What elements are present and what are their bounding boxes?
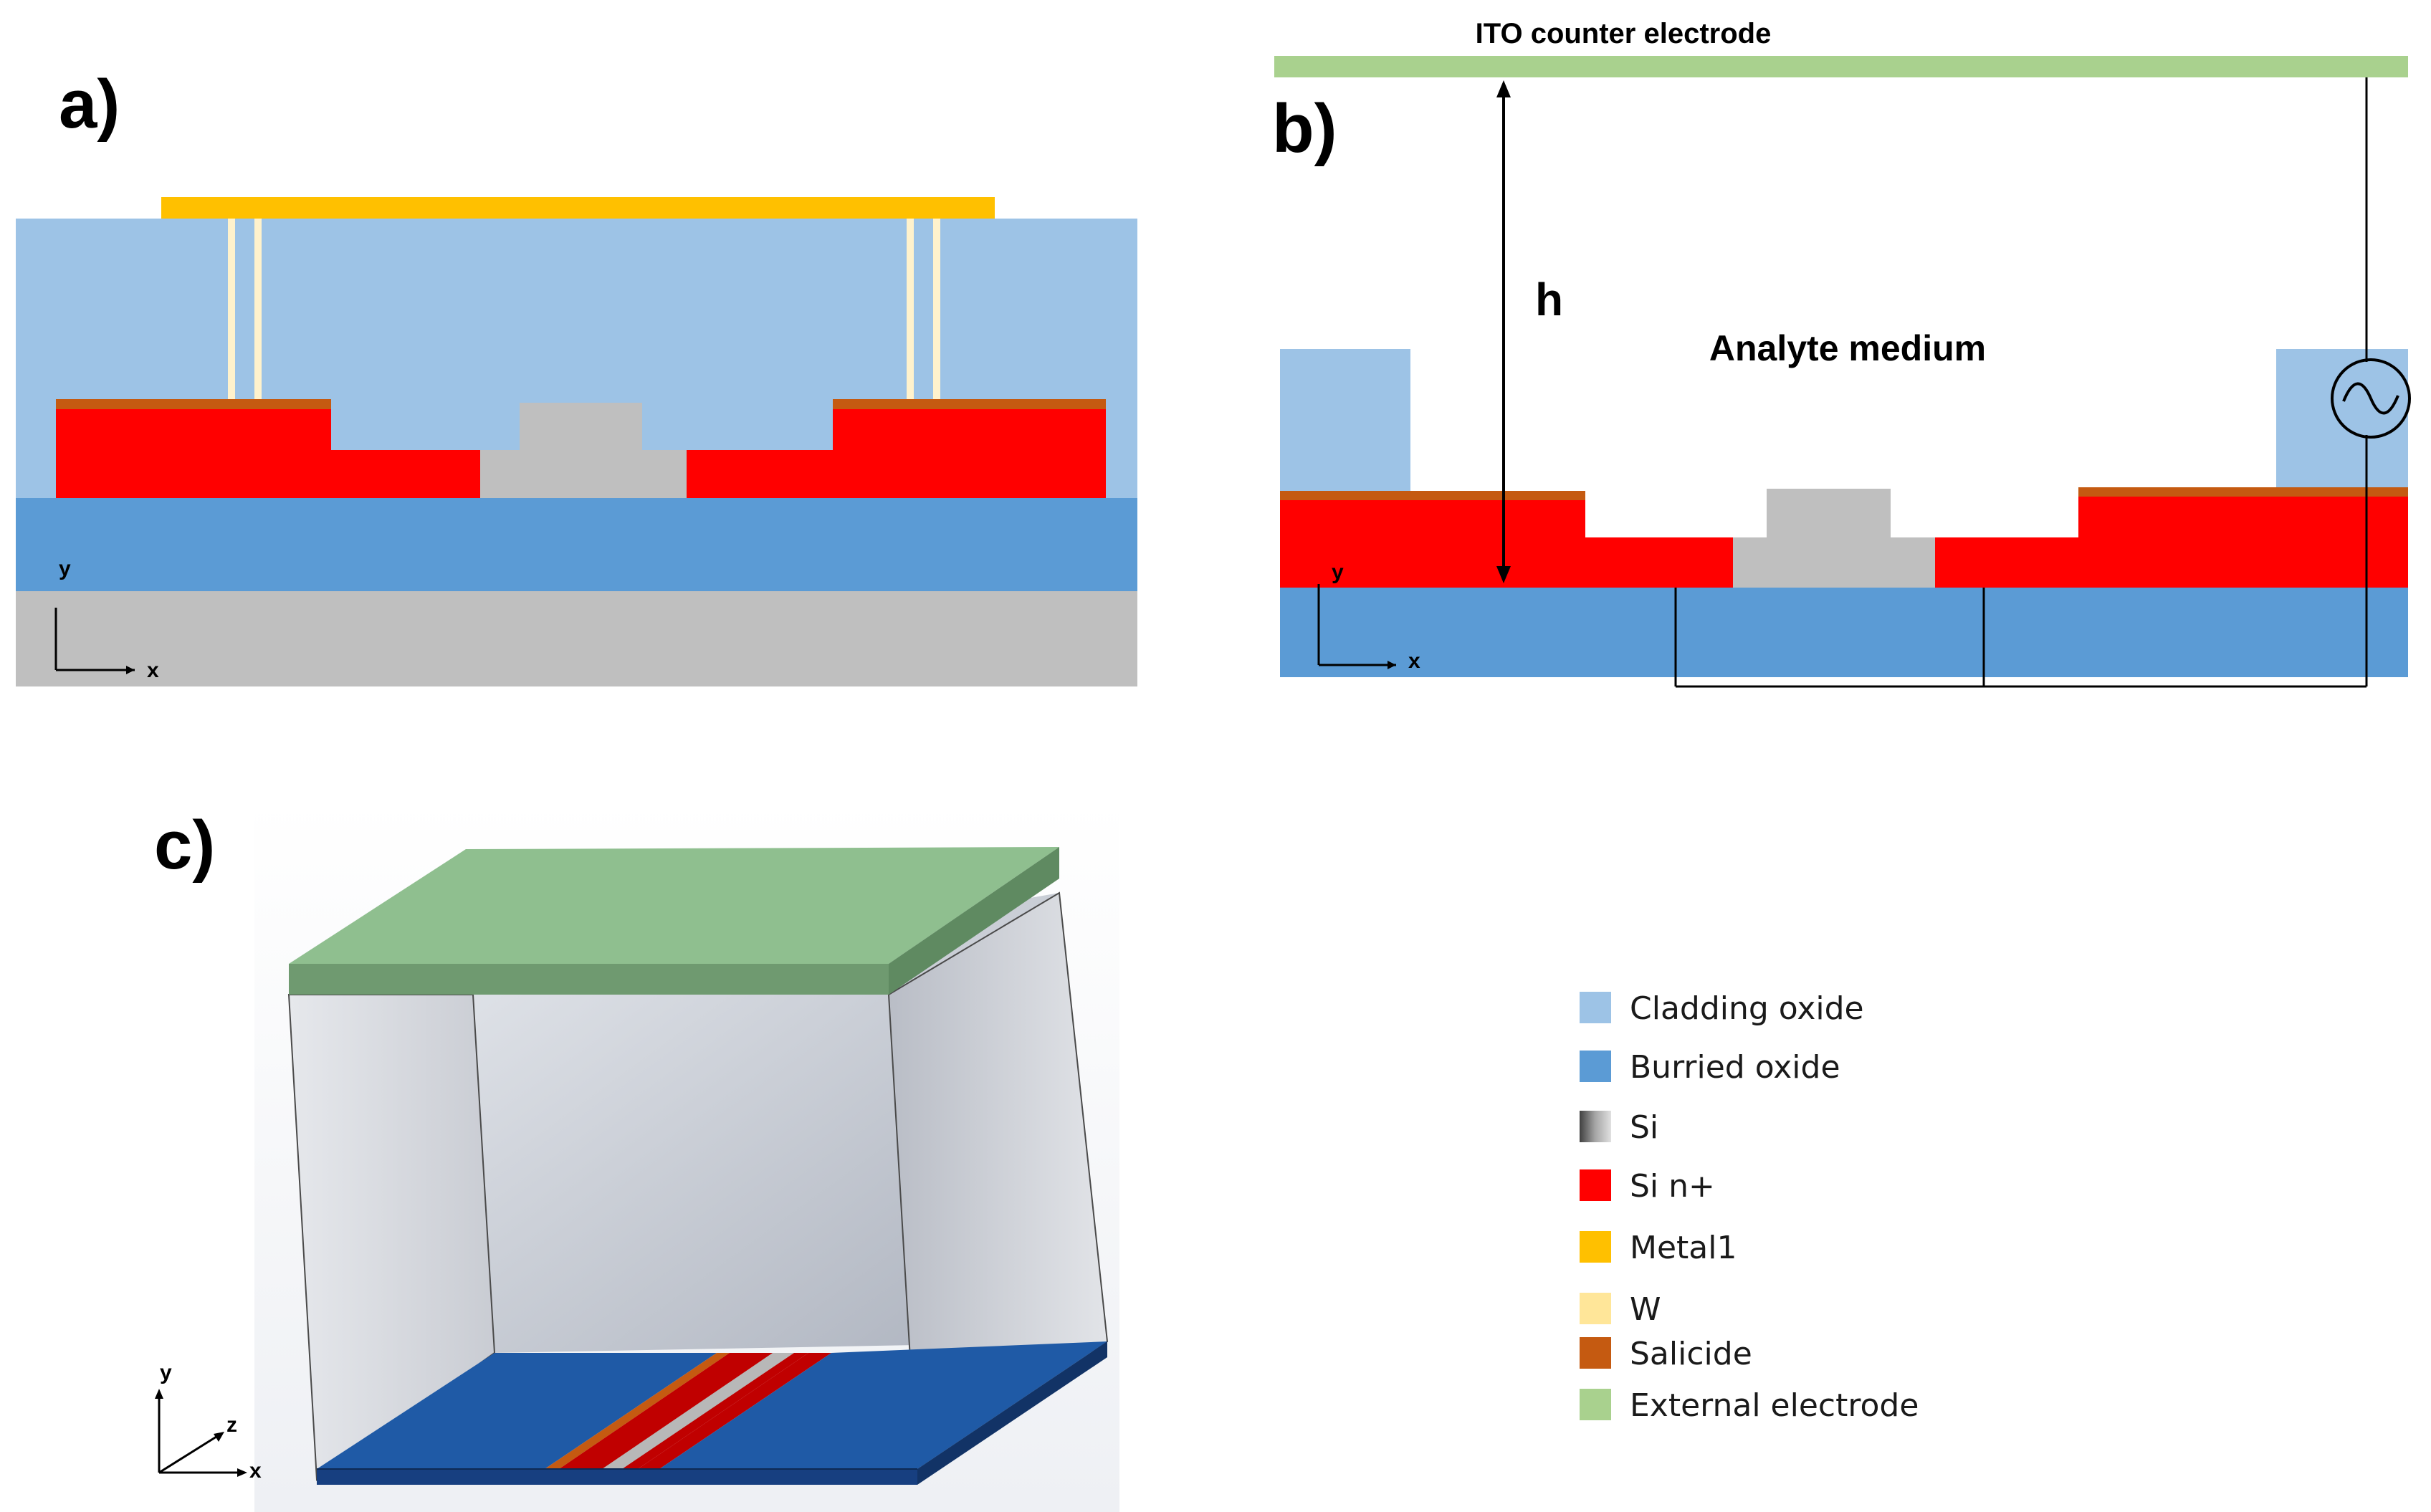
height-arrow [1496, 80, 1511, 583]
y-axis-label: y [160, 1361, 172, 1384]
electrode-top-face [289, 847, 1059, 964]
si-rib-waveguide [480, 403, 687, 498]
x-axis-label: x [1408, 649, 1420, 673]
y-axis-label: y [59, 557, 71, 580]
x-axis-label: x [249, 1459, 262, 1483]
legend-swatch [1580, 1293, 1611, 1324]
legend-swatch [1580, 1111, 1611, 1142]
ac-source-icon [2331, 358, 2411, 439]
device-left-block-top [317, 1353, 717, 1469]
legend-label: Cladding oxide [1630, 990, 1864, 1027]
metal1-bar [161, 197, 995, 219]
legend-label: Si [1630, 1109, 1658, 1146]
si-nplus-right [1935, 491, 2408, 588]
device-side-face [917, 1341, 1107, 1485]
panel-c-label: c) [154, 807, 215, 884]
buried-oxide-layer [16, 498, 1137, 591]
ito-counter-electrode [1274, 56, 2408, 77]
salicide-strip [545, 1353, 730, 1469]
legend-label: Burried oxide [1630, 1049, 1840, 1086]
analyte-medium-label: Analyte medium [1709, 328, 1986, 368]
legend-swatch [1580, 1231, 1611, 1263]
electrode-side-face [889, 847, 1059, 995]
cladding-oxide-left [1280, 349, 1410, 491]
y-axis-label: y [1332, 560, 1344, 584]
axes-indicator-b: y x [1317, 560, 1420, 673]
ito-electrode-label: ITO counter electrode [1476, 18, 1772, 49]
w-via [907, 219, 914, 399]
si-waveguide-strip [602, 1353, 794, 1469]
axes-indicator-c: y z x [155, 1361, 262, 1483]
cladding-oxide-right [2276, 349, 2408, 491]
w-via [254, 219, 262, 399]
legend-label: Metal1 [1630, 1230, 1737, 1266]
salicide-right [2078, 487, 2408, 497]
legend-label: W [1630, 1291, 1661, 1328]
si-nplus-strip [638, 1353, 831, 1469]
device-front-face [317, 1469, 917, 1485]
legend-swatch [1580, 1337, 1611, 1369]
salicide-right [833, 399, 1106, 409]
electrode-front-face [289, 964, 889, 995]
substrate-layer [16, 591, 1137, 686]
panel-b: ITO counter electrode b) h Analyte mediu… [1272, 18, 2411, 688]
si-nplus-right [687, 399, 1106, 498]
legend-swatch [1580, 1389, 1611, 1420]
legend-label: Si n+ [1630, 1168, 1715, 1205]
legend-label: Salicide [1630, 1336, 1752, 1372]
device-right-block-top [659, 1341, 1107, 1469]
salicide-left [1280, 491, 1585, 500]
height-label: h [1535, 274, 1563, 325]
si-nplus-left [1280, 491, 1733, 588]
legend-swatch [1580, 1169, 1611, 1201]
buried-oxide-layer [1280, 588, 2408, 677]
si-rib-waveguide [1733, 489, 1935, 588]
legend-label: External electrode [1630, 1387, 1919, 1424]
si-nplus-left [56, 399, 480, 498]
axes-indicator-a: y x [54, 557, 159, 682]
panel-a: a) y x [16, 66, 1137, 686]
panel-c: c) y z x [154, 801, 1119, 1512]
w-via [933, 219, 940, 399]
circuit-wires [1674, 77, 2368, 688]
z-axis-label: z [226, 1413, 237, 1437]
legend-swatch [1580, 1051, 1611, 1082]
panel-a-label: a) [59, 66, 120, 143]
w-via [228, 219, 235, 399]
salicide-left [56, 399, 331, 409]
panel-b-label: b) [1272, 90, 1337, 167]
legend-swatch [1580, 992, 1611, 1023]
x-axis-label: x [147, 659, 159, 682]
